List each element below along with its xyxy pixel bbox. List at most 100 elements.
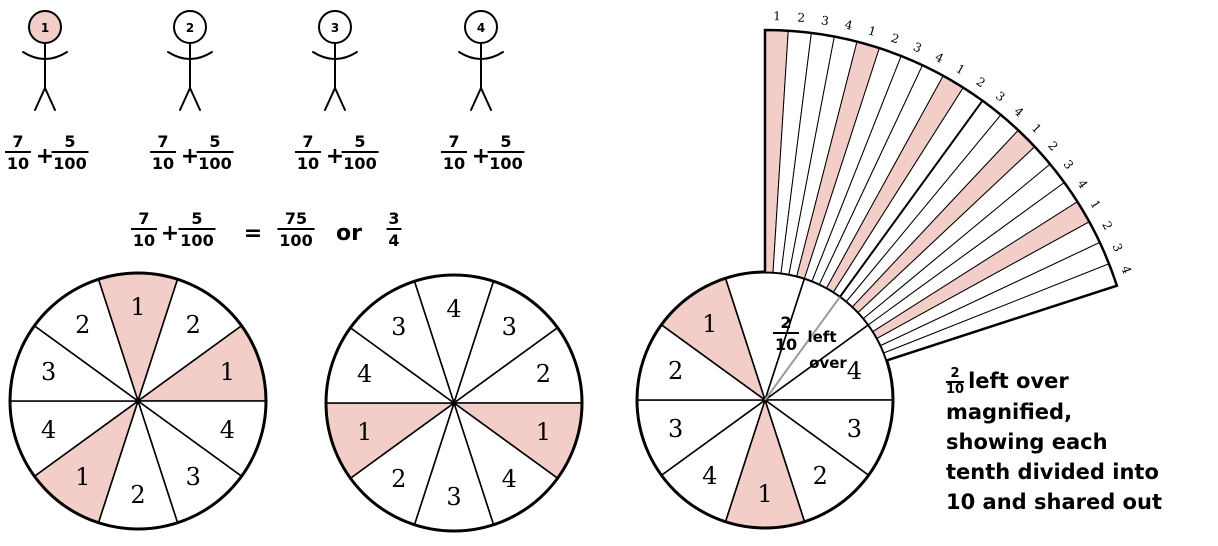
fan-label: 1 [773, 9, 781, 23]
fan-label: 4 [844, 18, 855, 33]
person-body [458, 42, 504, 111]
person-plus: + [326, 144, 344, 169]
person-fraction-tenths-numerator: 7 [448, 132, 459, 151]
fan-label: 2 [889, 31, 901, 47]
caption-fraction-numerator: 2 [946, 367, 965, 383]
sector-label: 2 [536, 360, 551, 388]
sector-label: 2 [186, 311, 201, 339]
sector-label: 3 [668, 415, 683, 443]
fan-label: 4 [933, 50, 946, 66]
person-number: 2 [186, 21, 194, 35]
person-plus: + [472, 144, 490, 169]
person-fraction-hundredths-numerator: 5 [209, 132, 220, 151]
person-fraction-tenths-numerator: 7 [157, 132, 168, 151]
sector-label: 4 [502, 465, 517, 493]
person-number: 1 [41, 21, 49, 35]
fan-tenth-separator [839, 100, 984, 298]
sector-label: 3 [391, 313, 406, 341]
person-fraction-tenths: 710 [441, 132, 467, 173]
person-fraction-tenths-numerator: 7 [302, 132, 313, 151]
fan-label: 3 [1061, 157, 1077, 172]
person-fraction-hundredths-denominator: 100 [343, 154, 376, 173]
fan-label: 3 [911, 40, 924, 56]
sector-label: 4 [446, 295, 461, 323]
fan-label: 1 [867, 23, 878, 39]
equation-equals: = [244, 221, 262, 246]
sector-label: 3 [446, 483, 461, 511]
sector-label: 1 [702, 310, 717, 338]
fan-label: 1 [1029, 121, 1044, 136]
left-over-fraction: 210 [773, 313, 799, 354]
fan-label: 3 [993, 89, 1008, 105]
left-over-divider [764, 295, 842, 401]
fan-label: 1 [1088, 198, 1104, 212]
person-plus: + [36, 144, 54, 169]
sector-label: 1 [536, 418, 551, 446]
sector-label: 1 [75, 463, 90, 491]
fan-label: 3 [1109, 241, 1125, 254]
sector-label: 2 [668, 357, 683, 385]
equation-fraction-a: 710 [131, 209, 157, 250]
sector-label: 4 [357, 360, 372, 388]
fan-label: 1 [954, 62, 968, 78]
person-4: 4 710+5 100 [441, 10, 525, 173]
caption-fraction-denominator: 10 [946, 382, 965, 397]
left-over-word-2: over [809, 354, 847, 372]
equation-fraction-b-denominator: 100 [180, 231, 213, 250]
left-over-fraction-numerator: 2 [780, 313, 791, 332]
person-fraction-tenths-denominator: 10 [152, 154, 174, 173]
sector-label: 2 [391, 465, 406, 493]
person-fraction-hundredths-numerator: 5 [500, 132, 511, 151]
left-over-word-1: left [807, 328, 836, 346]
sector-label: 1 [757, 480, 772, 508]
equation-plus: + [161, 221, 179, 246]
fan-label: 2 [797, 10, 806, 25]
person-body [167, 42, 213, 111]
person-body [22, 42, 68, 111]
person-number: 4 [477, 21, 485, 35]
sector-label: 2 [813, 462, 828, 490]
person-fraction-hundredths-denominator: 100 [198, 154, 231, 173]
person-fraction-hundredths-denominator: 100 [489, 154, 522, 173]
equation-fraction-a-denominator: 10 [133, 231, 155, 250]
person-fraction-tenths-denominator: 10 [297, 154, 319, 173]
sector-label: 4 [220, 416, 235, 444]
equation-result-numerator: 75 [285, 209, 307, 228]
fan-label: 2 [1099, 219, 1115, 232]
fan-label: 2 [1045, 139, 1061, 154]
sector-label: 3 [41, 358, 56, 386]
equation-simplified: 34 [386, 209, 402, 250]
equation-fraction-a-numerator: 7 [138, 209, 149, 228]
sector-label: 3 [502, 313, 517, 341]
fan-label: 4 [1011, 104, 1026, 120]
person-fraction-tenths: 710 [5, 132, 31, 173]
person-fraction-hundredths-numerator: 5 [64, 132, 75, 151]
person-body [312, 42, 358, 111]
sector-label: 2 [75, 311, 90, 339]
sector-label: 2 [130, 481, 145, 509]
person-fraction-tenths-numerator: 7 [12, 132, 23, 151]
fan-label: 2 [974, 74, 988, 90]
sector-label: 4 [702, 462, 717, 490]
caption-line-4: tenth divided into [946, 460, 1159, 484]
person-fraction-tenths-denominator: 10 [7, 154, 29, 173]
equation-fraction-b-numerator: 5 [191, 209, 202, 228]
equation-or: or [336, 221, 362, 246]
equation-simplified-numerator: 3 [388, 209, 399, 228]
sector-label: 1 [220, 358, 235, 386]
fan-label: 4 [1075, 177, 1091, 191]
